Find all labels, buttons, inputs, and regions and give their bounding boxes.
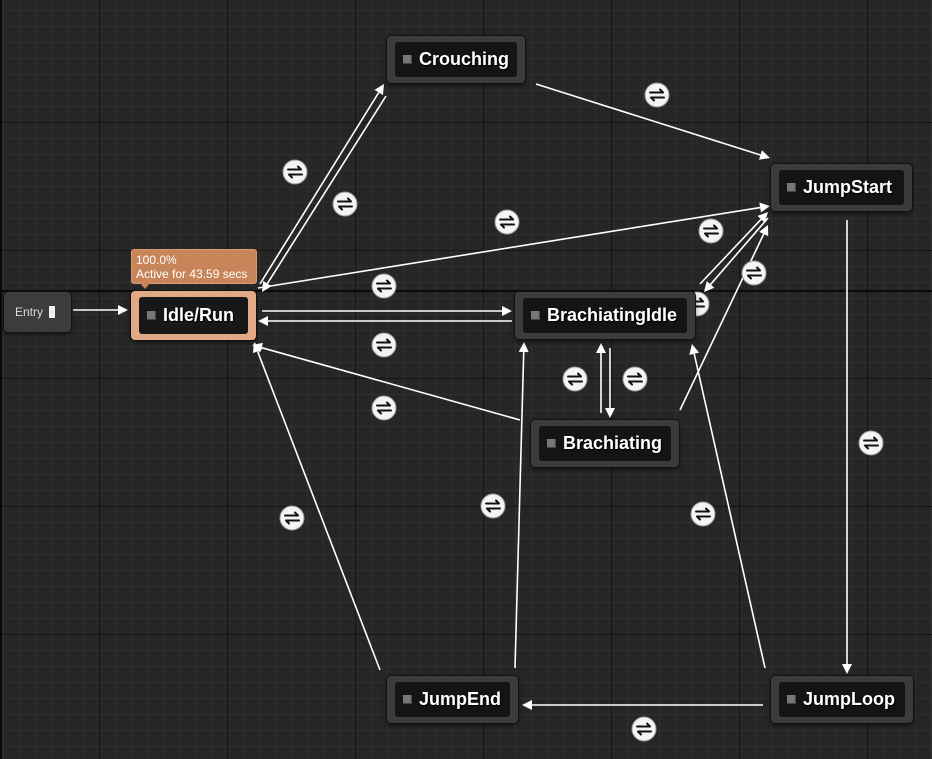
wire-jump-start-to-jump-loop [842,220,852,674]
transition-rule-icon[interactable] [741,260,767,286]
entry-exec-pin-icon[interactable] [49,306,56,318]
wire-jump-end-to-brachiating-idle [514,342,529,669]
transition-rule-icon[interactable] [282,159,308,185]
state-icon [147,311,156,320]
graph-axis-horizontal [0,290,932,292]
transition-rule-icon[interactable] [690,501,716,527]
wire-brachiating-idle-to-brachiating [605,348,615,418]
state-node-body: JumpEnd [395,682,510,717]
state-node-idle-run[interactable]: Idle/Run [131,291,256,340]
transition-rule-icon[interactable] [480,493,506,519]
wire-idle-run-to-brachiating-idle [262,306,512,316]
wire-jump-end-to-idle-run [252,342,381,671]
state-label: JumpLoop [803,689,895,709]
state-icon [787,695,796,704]
transition-rule-icon[interactable] [562,366,588,392]
active-state-percent: 100.0% [136,253,177,267]
graph-axis-vertical [0,0,2,759]
state-label: JumpEnd [419,689,502,709]
state-icon [547,439,556,448]
state-node-brachiating-idle[interactable]: BrachiatingIdle [515,292,695,339]
state-node-body: Crouching [395,42,517,77]
wire-jump-start-to-brachiating-idle [704,217,769,292]
transition-rule-icon[interactable] [698,218,724,244]
state-icon [531,311,540,320]
state-label: JumpStart [803,177,893,197]
wire-crouching-to-idle-run [262,95,387,292]
state-node-jump-start[interactable]: JumpStart [771,164,912,211]
transition-rule-icon[interactable] [631,716,657,742]
entry-label: Entry [15,305,44,319]
state-node-jump-end[interactable]: JumpEnd [387,676,518,723]
state-node-brachiating[interactable]: Brachiating [531,420,679,467]
state-label: Crouching [419,49,509,69]
wire-entry-to-idle-run [73,305,128,315]
state-label: BrachiatingIdle [547,305,678,325]
active-state-tooltip: 100.0% Active for 43.59 secs [131,249,257,289]
wire-brachiating-to-brachiating-idle [596,343,606,413]
state-node-jump-loop[interactable]: JumpLoop [771,676,913,723]
state-node-crouching[interactable]: Crouching [387,36,525,83]
wire-idle-run-to-jump-start [257,202,770,289]
transition-rule-icon[interactable] [279,505,305,531]
state-icon [403,695,412,704]
state-node-body: Brachiating [539,426,671,461]
transition-rule-icon[interactable] [622,366,648,392]
state-label: Brachiating [563,433,663,453]
wire-jump-loop-to-jump-end [522,700,763,710]
state-node-body: JumpStart [779,170,904,205]
transition-rule-icon[interactable] [644,82,670,108]
wire-brachiating-idle-to-idle-run [258,316,512,326]
transition-rule-icon[interactable] [371,395,397,421]
wire-crouching-to-jump-start [535,83,770,160]
transition-rule-icon[interactable] [494,209,520,235]
wire-idle-run-to-crouching [259,84,384,285]
wire-jump-loop-to-brachiating-idle [689,344,766,669]
transition-rule-icon[interactable] [858,430,884,456]
state-label: Idle/Run [163,305,234,325]
state-node-body: Idle/Run [139,297,248,334]
transition-rule-icon[interactable] [332,191,358,217]
state-icon [787,183,796,192]
state-node-body: JumpLoop [779,682,905,717]
active-state-duration: Active for 43.59 secs [136,267,248,281]
state-icon [403,55,412,64]
entry-node[interactable]: Entry [4,292,71,332]
transition-rule-icon[interactable] [371,273,397,299]
transition-rule-icon[interactable] [371,332,397,358]
state-node-body: BrachiatingIdle [523,298,687,333]
